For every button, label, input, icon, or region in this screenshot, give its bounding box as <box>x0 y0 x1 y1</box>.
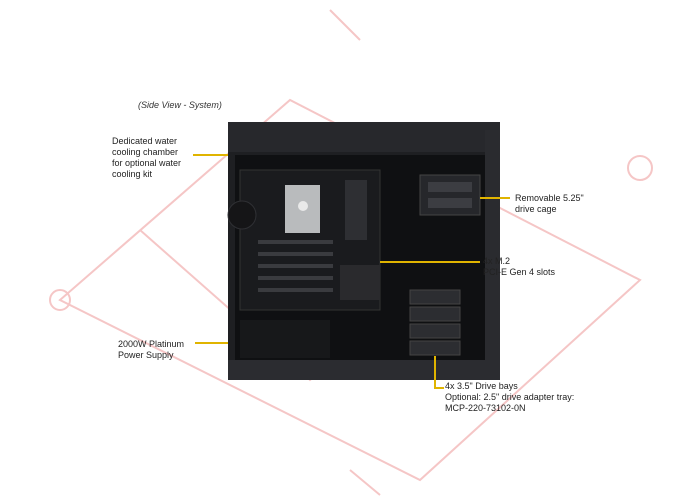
callout-line: cooling chamber <box>112 147 179 157</box>
leader-line <box>480 197 510 199</box>
callout-water-cooling: Dedicated water cooling chamber for opti… <box>112 136 181 180</box>
callout-drive-cage: Removable 5.25" drive cage <box>515 193 584 215</box>
callout-line: drive cage <box>515 204 557 214</box>
leader-line <box>193 154 228 156</box>
callout-line: Dedicated water <box>112 136 178 146</box>
callout-line: PCI-E Gen 4 slots <box>483 267 556 277</box>
leader-line <box>380 261 480 263</box>
callout-drive-bays: 4x 3.5" Drive bays Optional: 2.5" drive … <box>445 381 574 414</box>
callout-m2: 4x M.2 PCI-E Gen 4 slots <box>483 256 555 278</box>
callout-line: 4x 3.5" Drive bays <box>445 381 518 391</box>
callout-line: cooling kit <box>112 169 153 179</box>
callout-line: for optional water <box>112 158 182 168</box>
callout-psu: 2000W Platinum Power Supply <box>118 339 184 361</box>
callout-line: 4x M.2 <box>483 256 511 266</box>
leader-line <box>434 387 444 389</box>
callout-line: Removable 5.25" <box>515 193 584 203</box>
callout-line: 2000W Platinum <box>118 339 185 349</box>
callout-line: Power Supply <box>118 350 174 360</box>
callout-line: Optional: 2.5" drive adapter tray: <box>445 392 575 402</box>
leader-line <box>195 342 228 344</box>
leader-line <box>434 356 436 388</box>
callout-line: MCP-220-73102-0N <box>445 403 526 413</box>
